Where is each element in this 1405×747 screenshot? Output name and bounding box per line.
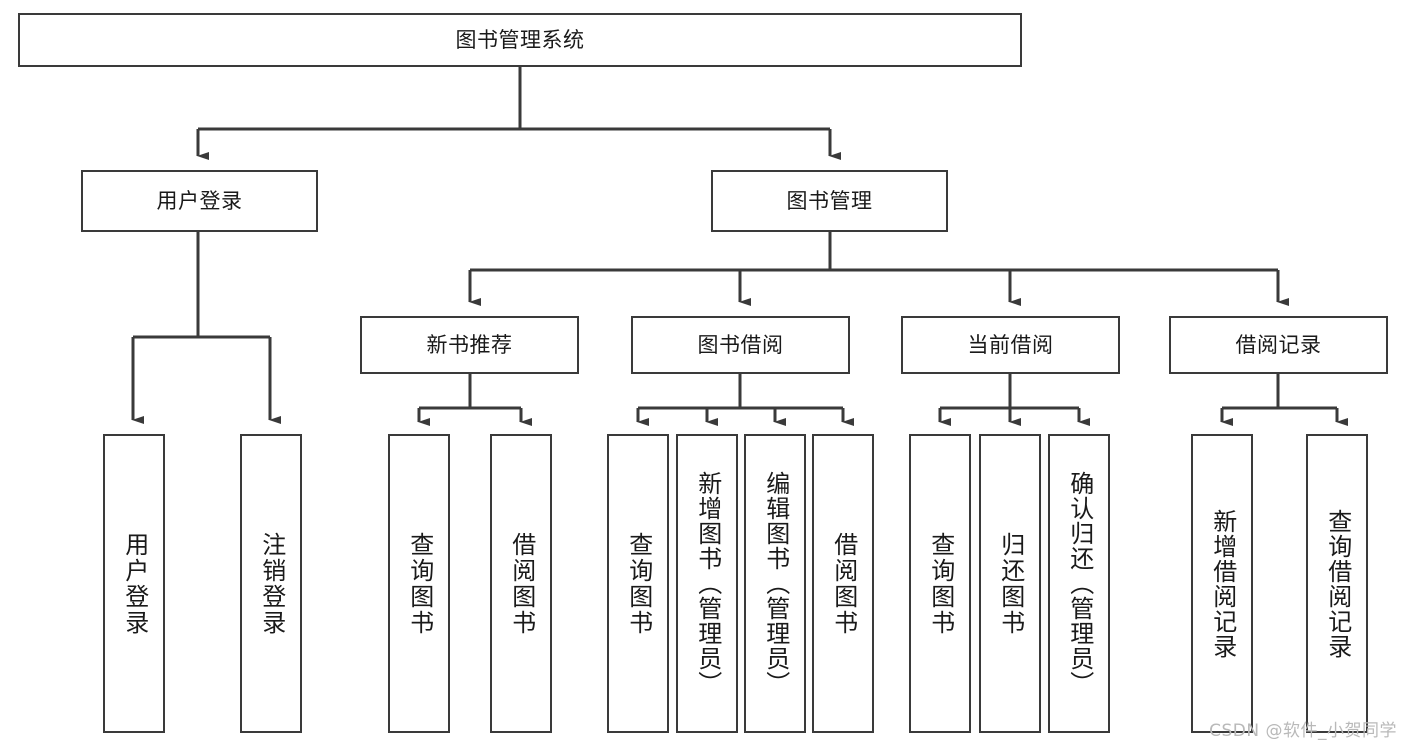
node-label: 确认归还（管理员） (1065, 471, 1094, 696)
node-label: 用户登录 (120, 531, 149, 636)
node-user-login[interactable]: 用户登录 (81, 170, 318, 232)
node-label: 注销登录 (257, 531, 286, 636)
node-book-management[interactable]: 图书管理 (711, 170, 948, 232)
vert-text-wrap: 查询图书 (609, 436, 667, 731)
node-book-borrow[interactable]: 图书借阅 (631, 316, 850, 374)
leaf-query-book-3[interactable]: 查询图书 (909, 434, 971, 733)
node-current-borrow[interactable]: 当前借阅 (901, 316, 1120, 374)
leaf-query-book-2[interactable]: 查询图书 (607, 434, 669, 733)
leaf-return-book[interactable]: 归还图书 (979, 434, 1041, 733)
vert-text-wrap: 查询借阅记录 (1308, 436, 1366, 731)
node-root-system[interactable]: 图书管理系统 (18, 13, 1022, 67)
leaf-confirm-return[interactable]: 确认归还（管理员） (1048, 434, 1110, 733)
node-label: 归还图书 (996, 531, 1025, 636)
node-label: 借阅图书 (507, 531, 536, 636)
leaf-borrow-book-1[interactable]: 借阅图书 (490, 434, 552, 733)
node-label: 查询图书 (926, 531, 955, 636)
vert-text-wrap: 借阅图书 (814, 436, 872, 731)
leaf-edit-book[interactable]: 编辑图书（管理员） (744, 434, 806, 733)
node-label: 用户登录 (156, 188, 243, 213)
vert-text-wrap: 归还图书 (981, 436, 1039, 731)
node-label: 查询借阅记录 (1323, 508, 1352, 659)
node-label: 借阅记录 (1235, 332, 1322, 357)
node-label: 当前借阅 (967, 332, 1054, 357)
vert-text-wrap: 确认归还（管理员） (1050, 436, 1108, 731)
leaf-add-record[interactable]: 新增借阅记录 (1191, 434, 1253, 733)
watermark-text: CSDN @软件_小贺同学 (1209, 721, 1397, 741)
leaf-add-book[interactable]: 新增图书（管理员） (676, 434, 738, 733)
leaf-logout-login[interactable]: 注销登录 (240, 434, 302, 733)
node-label: 新增借阅记录 (1208, 508, 1237, 659)
node-label: 借阅图书 (829, 531, 858, 636)
vert-text-wrap: 编辑图书（管理员） (746, 436, 804, 731)
vert-text-wrap: 查询图书 (390, 436, 448, 731)
node-new-book-recommend[interactable]: 新书推荐 (360, 316, 579, 374)
node-label: 新书推荐 (426, 332, 513, 357)
vert-text-wrap: 新增借阅记录 (1193, 436, 1251, 731)
node-label: 查询图书 (624, 531, 653, 636)
vert-text-wrap: 借阅图书 (492, 436, 550, 731)
node-label: 图书借阅 (697, 332, 784, 357)
vert-text-wrap: 查询图书 (911, 436, 969, 731)
vert-text-wrap: 用户登录 (105, 436, 163, 731)
node-label: 查询图书 (405, 531, 434, 636)
leaf-borrow-book-2[interactable]: 借阅图书 (812, 434, 874, 733)
leaf-user-login[interactable]: 用户登录 (103, 434, 165, 733)
node-label: 新增图书（管理员） (693, 471, 722, 696)
leaf-query-book-1[interactable]: 查询图书 (388, 434, 450, 733)
node-label: 图书管理 (786, 188, 873, 213)
vert-text-wrap: 新增图书（管理员） (678, 436, 736, 731)
node-label: 图书管理系统 (455, 27, 585, 52)
node-label: 编辑图书（管理员） (761, 471, 790, 696)
vert-text-wrap: 注销登录 (242, 436, 300, 731)
leaf-query-record[interactable]: 查询借阅记录 (1306, 434, 1368, 733)
node-borrow-record[interactable]: 借阅记录 (1169, 316, 1388, 374)
